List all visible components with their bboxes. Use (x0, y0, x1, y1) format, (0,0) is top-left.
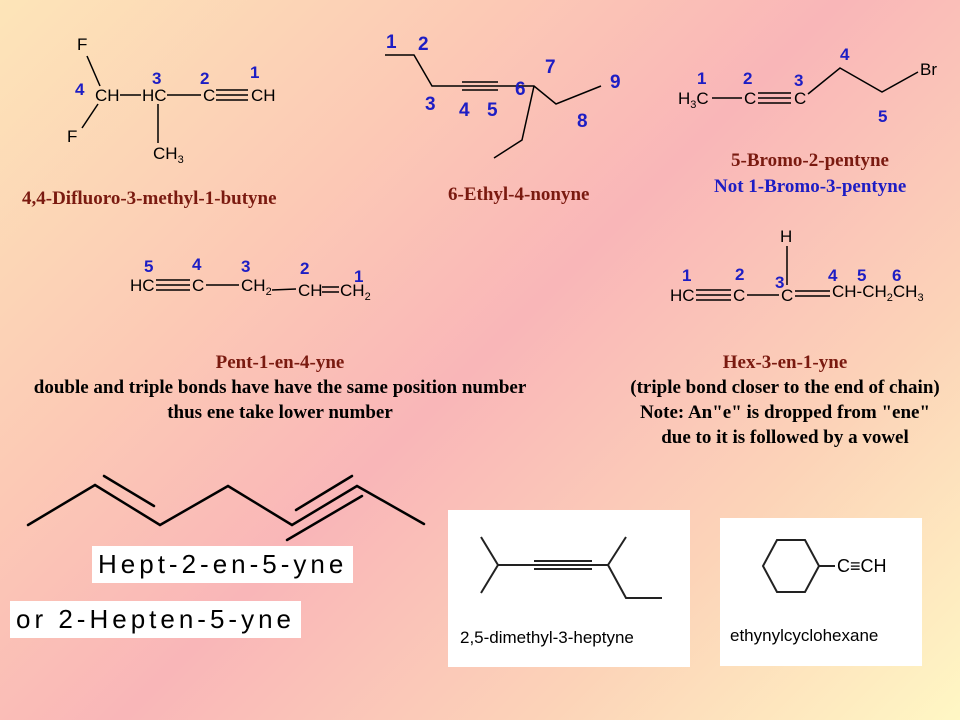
atom-f-top: F (77, 35, 88, 54)
locant-7: 7 (545, 57, 556, 78)
atom-h3c-h: H (678, 89, 691, 108)
atom-hc-5: HC (130, 276, 155, 295)
locant-5: 5 (144, 257, 154, 276)
caption-s3-name: 5-Bromo-2-pentyne (731, 150, 889, 171)
atom-c-2: C (733, 286, 746, 305)
locant-4: 4 (192, 255, 202, 274)
atom-ch-ch2: CH-CH (832, 282, 887, 301)
name-hept-2-en-5-yne: Hept-2-en-5-yne (92, 546, 354, 583)
locant-1: 1 (354, 267, 364, 286)
locant-2: 2 (200, 69, 210, 88)
locant-3: 3 (425, 94, 436, 115)
caption-s5-line4: due to it is followed by a vowel (661, 427, 909, 448)
atom-c-3: C (794, 89, 807, 108)
caption-s4-line2: double and triple bonds have have the sa… (33, 377, 527, 398)
atom-ch3-sub: 3 (917, 292, 924, 304)
caption-s5-block: Hex-3-en-1-yne (triple bond closer to th… (610, 353, 960, 453)
locant-2: 2 (300, 259, 310, 278)
atom-ch3: CH3 (153, 144, 184, 166)
atom-ch2-1-ch: CH (340, 281, 365, 300)
locant-5: 5 (878, 107, 888, 126)
locant-4: 4 (828, 266, 838, 285)
locant-3: 3 (794, 71, 804, 90)
locant-2: 2 (735, 265, 745, 284)
atom-ch-ch2-ch3: CH-CH2CH3 (832, 282, 924, 304)
atom-h3c: H3C (678, 89, 709, 111)
locant-4: 4 (459, 100, 470, 121)
locant-6: 6 (515, 79, 526, 100)
locant-3: 3 (241, 257, 251, 276)
skeletal-dimethyl-heptyne (480, 536, 662, 599)
atom-ch3: CH (892, 282, 918, 301)
atom-h-top: H (780, 227, 793, 246)
atom-ch-1: CH (251, 86, 276, 105)
caption-dimethyl-heptyne: 2,5-dimethyl-3-heptyne (460, 628, 634, 647)
locant-1: 1 (697, 69, 707, 88)
atom-c-2: C (744, 89, 757, 108)
skeletal-cyclohexane-ring (761, 539, 835, 593)
locant-5: 5 (487, 100, 498, 121)
locant-2: 2 (418, 34, 429, 55)
caption-s3-not: Not 1-Bromo-3-pentyne (714, 176, 907, 197)
atom-ch2-3: CH2 (241, 276, 272, 298)
atom-hc-1: HC (670, 286, 695, 305)
caption-s5-line2: (triple bond closer to the end of chain) (630, 377, 940, 398)
atom-f-bottom: F (67, 127, 78, 146)
atom-ch3-sub: 3 (177, 154, 184, 166)
caption-s5-name: Hex-3-en-1-yne (722, 352, 848, 373)
atom-c-3: C (781, 286, 794, 305)
caption-s4-block: Pent-1-en-4-yne double and triple bonds … (10, 353, 550, 428)
locant-1: 1 (386, 32, 397, 53)
atom-ch2-3-sub: 2 (265, 286, 272, 298)
atom-h3c-sub: 3 (690, 99, 697, 111)
name-2-hepten-5-yne: or 2-Hepten-5-yne (10, 601, 301, 638)
panel-ethynylcyclohexane: C≡CH ethynylcyclohexane (720, 518, 922, 666)
locant-4: 4 (840, 45, 850, 64)
locant-3: 3 (775, 273, 785, 292)
caption-s4-line3: thus ene take lower number (167, 402, 393, 423)
locant-9: 9 (610, 72, 621, 93)
atom-c-4: C (192, 276, 205, 295)
caption-s5-line3: Note: An"e" is dropped from "ene" (639, 402, 931, 423)
atom-ch2-1-sub: 2 (364, 291, 371, 303)
locant-2: 2 (743, 69, 753, 88)
atom-hc-3: HC (142, 86, 167, 105)
atom-ch2-sub: 2 (886, 292, 893, 304)
atom-ch2-1: CH2 (340, 281, 371, 303)
locant-1: 1 (250, 63, 260, 82)
caption-s2: 6-Ethyl-4-nonyne (448, 184, 590, 205)
locant-5: 5 (857, 266, 867, 285)
locant-8: 8 (577, 111, 588, 132)
locant-3: 3 (152, 69, 162, 88)
atom-ch3-ch: CH (153, 144, 178, 163)
caption-s4-name: Pent-1-en-4-yne (215, 352, 345, 373)
caption-s1: 4,4-Difluoro-3-methyl-1-butyne (22, 188, 277, 209)
atom-ch-2: CH (298, 281, 323, 300)
panel-dimethyl-heptyne: 2,5-dimethyl-3-heptyne (448, 510, 690, 667)
locant-6: 6 (892, 266, 902, 285)
atom-ch2-3-ch: CH (241, 276, 266, 295)
atom-br: Br (920, 60, 937, 79)
caption-ethynylcyclohexane: ethynylcyclohexane (730, 626, 879, 645)
locant-1: 1 (682, 266, 692, 285)
locant-4: 4 (75, 80, 85, 99)
atom-h3c-c: C (696, 89, 709, 108)
atom-ethynyl: C≡CH (837, 556, 887, 576)
atom-ch-4: CH (95, 86, 120, 105)
atom-c-2: C (203, 86, 216, 105)
